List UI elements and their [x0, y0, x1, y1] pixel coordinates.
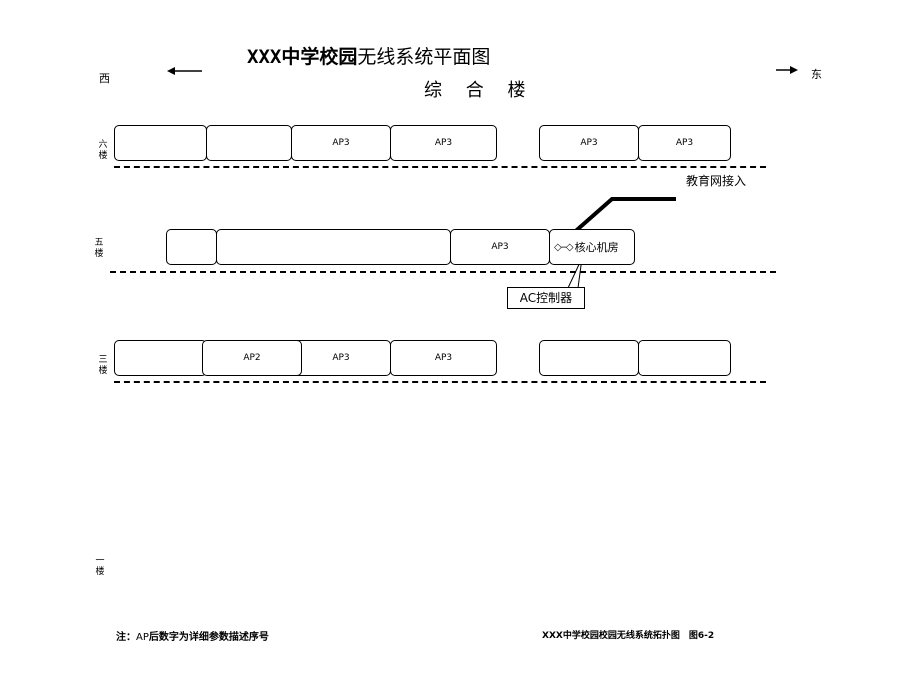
floor-3-label-text: 三 楼 — [98, 355, 108, 376]
floor-label-1: 一 楼 — [94, 556, 106, 578]
title-prefix: XXX — [247, 46, 282, 68]
figure-caption: XXX中学校园校园无线系统拓扑图 图6-2 — [542, 631, 715, 641]
floor-label-3: 三 楼 — [97, 355, 109, 377]
core-room-label: 核心机房 — [574, 241, 619, 254]
room-6-5: AP3 — [539, 125, 639, 161]
internet-access-label: 教育网接入 — [686, 174, 747, 188]
ac-controller-callout: AC控制器 — [507, 287, 585, 309]
room-3-1 — [114, 340, 207, 376]
page-title: XXX中学校园无线系统平面图 — [247, 42, 490, 69]
floor-1-label-text: 一 楼 — [95, 556, 105, 577]
floor-3-divider — [114, 381, 766, 383]
room-5-1 — [166, 229, 217, 265]
floor-6-label-text: 六 楼 — [98, 140, 108, 161]
note-prefix: 注： — [116, 632, 136, 643]
east-arrow-icon — [776, 66, 798, 74]
uplink-line — [568, 197, 676, 238]
room-5-3: AP3 — [450, 229, 550, 265]
room-6-4: AP3 — [390, 125, 497, 161]
floor-label-5: 五 楼 — [93, 238, 105, 260]
west-label: 西 — [99, 72, 110, 85]
room-6-2 — [206, 125, 292, 161]
room-6-6: AP3 — [638, 125, 731, 161]
building-name: 综 合 楼 — [424, 80, 535, 101]
floor-5-label-text: 五 楼 — [94, 238, 104, 259]
footer-note: 注：AP后数字为详细参数描述序号 — [116, 628, 269, 643]
east-label: 东 — [811, 68, 822, 81]
note-ap: AP — [136, 632, 149, 643]
floor-label-6: 六 楼 — [97, 140, 109, 162]
west-arrow-icon — [167, 67, 202, 75]
room-3-2: AP2 — [202, 340, 302, 376]
room-5-2 — [216, 229, 451, 265]
room-3-4: AP3 — [390, 340, 497, 376]
room-3-5 — [539, 340, 639, 376]
core-link-icon: ◇‑‑◇ — [554, 241, 574, 253]
room-3-3: AP3 — [291, 340, 391, 376]
room-3-6 — [638, 340, 731, 376]
title-bold: 中学校园 — [281, 46, 358, 68]
core-machine-room: ◇‑‑◇ 核心机房 — [549, 229, 635, 265]
floor-5-divider — [110, 271, 776, 273]
title-rest: 无线系统平面图 — [357, 46, 491, 68]
room-6-3: AP3 — [291, 125, 391, 161]
note-rest: 后数字为详细参数描述序号 — [148, 632, 269, 643]
room-6-1 — [114, 125, 207, 161]
floor-6-divider — [114, 166, 766, 168]
